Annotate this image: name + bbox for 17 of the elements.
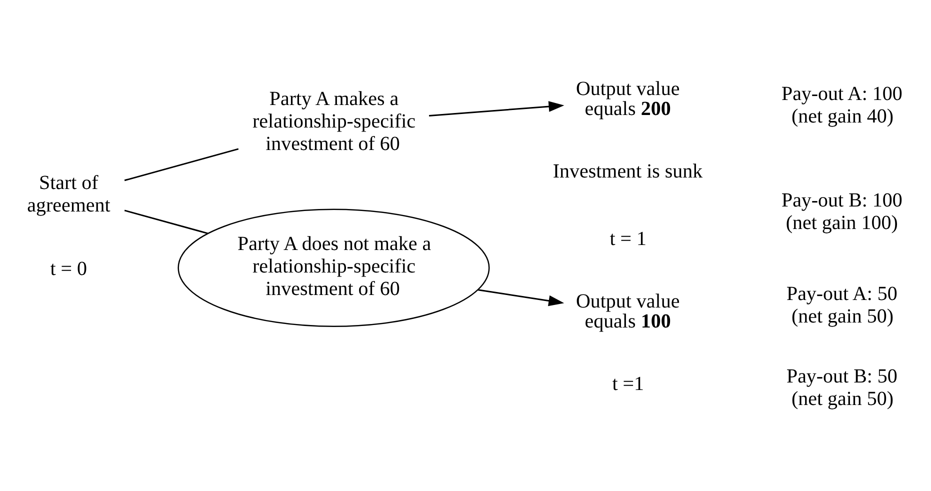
- node-ellipse: Party A does not make a relationship-specific investment of 60: [178, 208, 490, 326]
- node-label: t = 0: [50, 258, 88, 280]
- node-text: Output value equals 100: [576, 290, 680, 332]
- arrow: [478, 288, 564, 306]
- node-label: t =1: [612, 372, 644, 395]
- connector: [124, 148, 239, 181]
- node-text: Pay-out B: 100 (net gain 100): [781, 188, 902, 234]
- node-label: Investment is sunk: [552, 160, 703, 182]
- connector: [124, 209, 208, 234]
- node-text: Pay-out A: 50 (net gain 50): [786, 282, 898, 328]
- node-text: Pay-out B: 50 (net gain 50): [786, 365, 898, 410]
- node-label: t = 1: [610, 228, 646, 250]
- arrow: [428, 100, 564, 116]
- node-text: Party A makes a relationship-specific investment of 60: [252, 88, 416, 155]
- node-text: Start of agreement: [27, 171, 110, 216]
- node-text: Output value equals 200: [576, 78, 680, 120]
- node-text: Pay-out A: 100 (net gain 40): [781, 82, 902, 128]
